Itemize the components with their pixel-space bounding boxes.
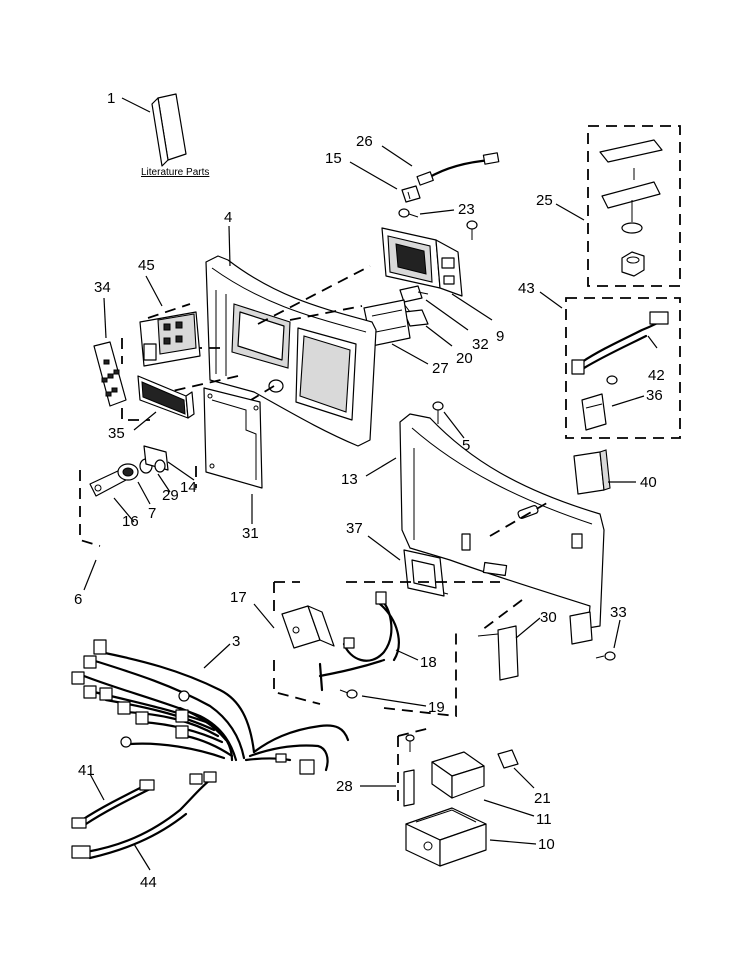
console-panel-4 <box>205 255 377 447</box>
screw-small <box>405 734 415 752</box>
label-45: 45 <box>138 257 155 274</box>
label-13: 13 <box>341 471 358 488</box>
harness-44 <box>71 771 217 860</box>
jumper-41 <box>71 779 155 829</box>
label-21: 21 <box>534 790 551 807</box>
wire-harness-42 <box>571 311 669 385</box>
literature-caption: Literature Parts <box>141 167 209 178</box>
label-14: 14 <box>180 479 197 496</box>
switch-20 <box>403 303 429 327</box>
label-29: 29 <box>162 487 179 504</box>
circuit-board-45 <box>139 311 201 367</box>
label-43: 43 <box>518 280 535 297</box>
label-26: 26 <box>356 133 373 150</box>
box-10 <box>405 807 487 867</box>
module-36 <box>581 393 607 431</box>
label-30: 30 <box>540 609 557 626</box>
bracket-30 <box>477 611 593 681</box>
control-board-9 <box>381 227 463 297</box>
label-16: 16 <box>122 513 139 530</box>
label-42: 42 <box>648 367 665 384</box>
main-harness-3 <box>71 639 350 775</box>
label-44: 44 <box>140 874 157 891</box>
connector-15 <box>401 185 421 203</box>
display-35 <box>137 375 195 419</box>
label-25: 25 <box>536 192 553 209</box>
bracket-28 <box>403 769 415 807</box>
label-3: 3 <box>232 633 240 650</box>
keypad-34 <box>93 341 127 407</box>
label-7: 7 <box>148 505 156 522</box>
label-31: 31 <box>242 525 259 542</box>
wire-harness-26 <box>416 152 500 186</box>
cover-plate-31 <box>203 387 263 489</box>
label-23: 23 <box>458 201 475 218</box>
screw-23 <box>398 208 478 240</box>
harness-18 <box>318 591 400 678</box>
label-11: 11 <box>536 811 552 828</box>
connector-32 <box>399 285 429 303</box>
switch-17 <box>281 605 335 649</box>
label-18: 18 <box>420 654 437 671</box>
label-10: 10 <box>538 836 555 853</box>
label-35: 35 <box>108 425 125 442</box>
screw-19 <box>318 662 358 699</box>
label-15: 15 <box>325 150 342 167</box>
label-5: 5 <box>462 437 470 454</box>
screw-33 <box>595 651 616 661</box>
label-37: 37 <box>346 520 363 537</box>
mount-kit-25 <box>599 139 663 277</box>
label-6: 6 <box>74 591 82 608</box>
back-panel-13 <box>399 413 605 629</box>
screw-5 <box>432 401 444 424</box>
label-32: 32 <box>472 336 489 353</box>
label-36: 36 <box>646 387 663 404</box>
label-28: 28 <box>336 778 353 795</box>
module-11 <box>431 751 485 799</box>
label-20: 20 <box>456 350 473 367</box>
bracket-37 <box>403 549 445 597</box>
lock-assembly <box>89 445 169 497</box>
label-9: 9 <box>496 328 504 345</box>
label-17: 17 <box>230 589 247 606</box>
label-41: 41 <box>78 762 95 779</box>
label-27: 27 <box>432 360 449 377</box>
label-1: 1 <box>107 90 115 107</box>
label-4: 4 <box>224 209 232 226</box>
connector-21 <box>497 749 519 769</box>
label-33: 33 <box>610 604 627 621</box>
label-19: 19 <box>428 699 445 716</box>
module-40 <box>573 449 611 495</box>
label-40: 40 <box>640 474 657 491</box>
label-34: 34 <box>94 279 111 296</box>
literature-booklet: Literature Parts <box>141 93 209 178</box>
